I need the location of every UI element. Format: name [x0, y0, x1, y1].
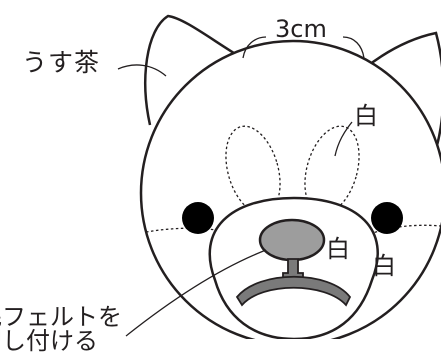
size-bracket-right — [342, 36, 365, 59]
felt-instruction-line1: 毛フェルトを — [0, 303, 122, 331]
left-ear — [144, 14, 243, 126]
size-bracket-left — [242, 36, 267, 59]
label-white-cheek: 白 — [372, 252, 396, 280]
felt-instruction-line2: 刺し付ける — [0, 327, 98, 355]
right-cheek-line — [369, 224, 441, 235]
label-white-muzzle: 白 — [326, 235, 350, 263]
leader-line-white-eye — [334, 121, 353, 157]
leader-line-felt — [125, 249, 267, 337]
label-ear-gap-size: 3cm — [275, 15, 327, 43]
left-cheek-line — [145, 227, 217, 233]
label-light-brown: うす茶 — [22, 48, 101, 77]
left-eye — [182, 202, 214, 234]
right-eye — [371, 202, 403, 234]
mouth-curve — [235, 275, 352, 307]
dog-face-diagram — [117, 14, 441, 339]
label-white-eye-patch: 白 — [354, 102, 378, 130]
leader-line-light-brown — [117, 64, 167, 77]
label-felt-instruction: 毛フェルトを 刺し付ける — [0, 305, 122, 353]
nose — [258, 218, 326, 262]
